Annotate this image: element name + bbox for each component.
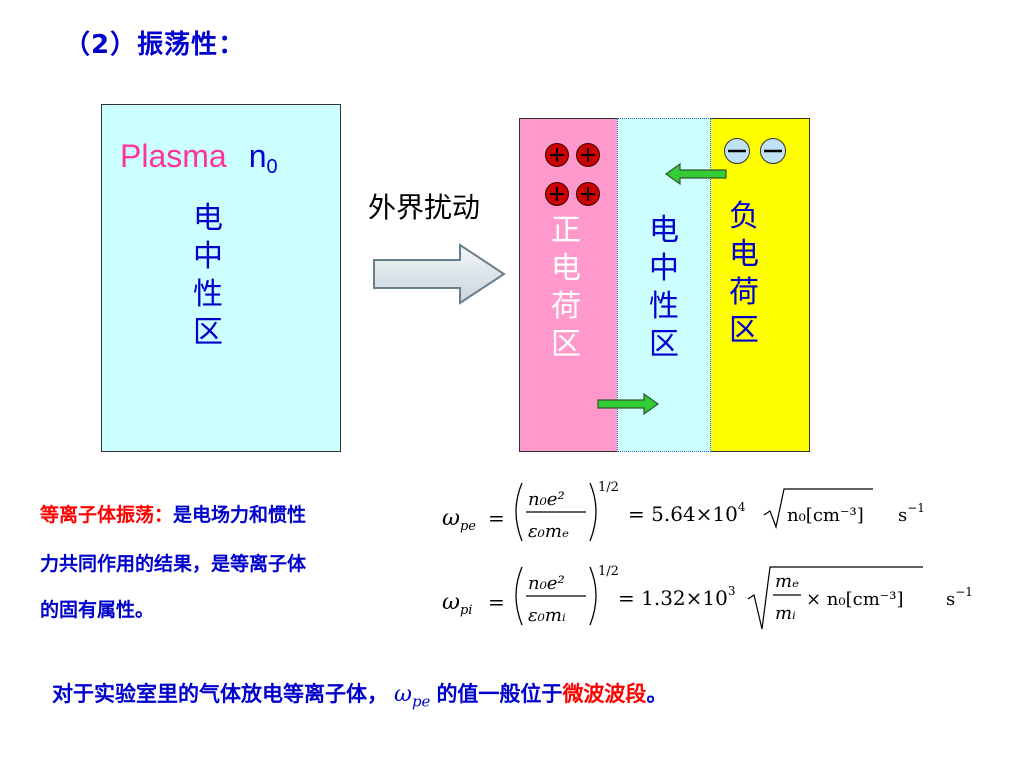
ion-plasma-frequency-formula: ωpi = n₀e² ε₀mᵢ 1/2 = 1.32×103 mₑ mᵢ × n… [442,564,973,630]
f1-denominator: ε₀mₑ [528,521,569,542]
f2-root-tail: × n₀[cm⁻³] [806,589,904,610]
f1-value: = 5.64×104 [628,500,746,526]
f1-sqrt-sign [763,488,873,530]
explanation-highlight: 等离子体振荡： [40,504,174,526]
explanation-line-1: 等离子体振荡：是电场力和惯性 [40,500,306,527]
f2-root-numerator: mₑ [775,571,799,592]
plasma-box [101,104,341,452]
explanation-line-3: 的固有属性。 [40,599,155,621]
plus-charge-icon [576,143,600,167]
f2-power: 1/2 [598,564,619,579]
f2-equals: = [488,590,505,614]
f1-numerator: n₀e² [528,489,565,510]
f1-equals: = [488,506,505,530]
density-subscript: 0 [266,156,278,178]
f2-paren-left [515,566,523,626]
plus-charge-icon [576,182,600,206]
bottom-note-highlight: 微波波段 [562,682,647,706]
plasma-frequency-formulas: ωpe = n₀e² ε₀mₑ 1/2 = 5.64×104 n₀[cm⁻³] … [442,480,973,630]
f2-root-denominator: mᵢ [775,603,796,624]
f1-paren-left [515,482,523,542]
omega-symbol: ω [394,682,412,707]
explanation-line1-rest: 是电场力和惯性 [173,504,307,526]
f1-power: 1/2 [598,480,619,495]
f2-paren-right [589,566,597,626]
bottom-note-middle: 的值一般位于 [436,682,563,706]
f1-root-term: n₀[cm⁻³] [787,505,864,526]
right-arrow-icon [597,392,660,416]
explanation-line-2: 力共同作用的结果，是等离子体 [40,553,307,575]
f1-paren-right [589,482,597,542]
f1-lhs: ωpe [442,506,476,534]
density-symbol: n0 [248,138,278,178]
negative-zone-label: 负电荷区 [729,199,759,348]
left-neutral-label: 电中性区 [193,201,223,350]
f2-value: = 1.32×103 [618,584,736,610]
neutral-zone [617,118,711,452]
bottom-note-prefix: 对于实验室里的气体放电等离子体， [52,682,388,706]
minus-charge-icon [760,138,786,164]
neutral-zone-label: 电中性区 [649,213,679,362]
f1-unit: s−1 [898,501,925,526]
minus-charge-icon [724,138,750,164]
plus-charge-icon [545,182,569,206]
big-right-arrow-icon [373,243,506,305]
negative-charge-zone [711,118,810,452]
disturbance-label: 外界扰动 [368,191,481,224]
f2-lhs: ωpi [442,590,472,618]
plasma-word: Plasma [120,138,227,174]
plus-charge-icon [545,143,569,167]
left-arrow-icon [664,162,727,186]
positive-charge-zone [519,118,617,452]
f2-unit: s−1 [946,585,973,610]
bottom-note-omega: ωpe [394,682,431,711]
f2-sqrt-sign [747,566,923,630]
electron-plasma-frequency-formula: ωpe = n₀e² ε₀mₑ 1/2 = 5.64×104 n₀[cm⁻³] … [442,480,925,542]
density-n: n [248,138,267,174]
positive-zone-label: 正电荷区 [551,213,581,362]
bottom-note-suffix: 。 [646,682,668,706]
f2-numerator: n₀e² [528,573,565,594]
omega-subscript: pe [411,692,431,711]
page-title: （2）振荡性： [64,30,246,60]
f2-denominator: ε₀mᵢ [528,605,566,626]
